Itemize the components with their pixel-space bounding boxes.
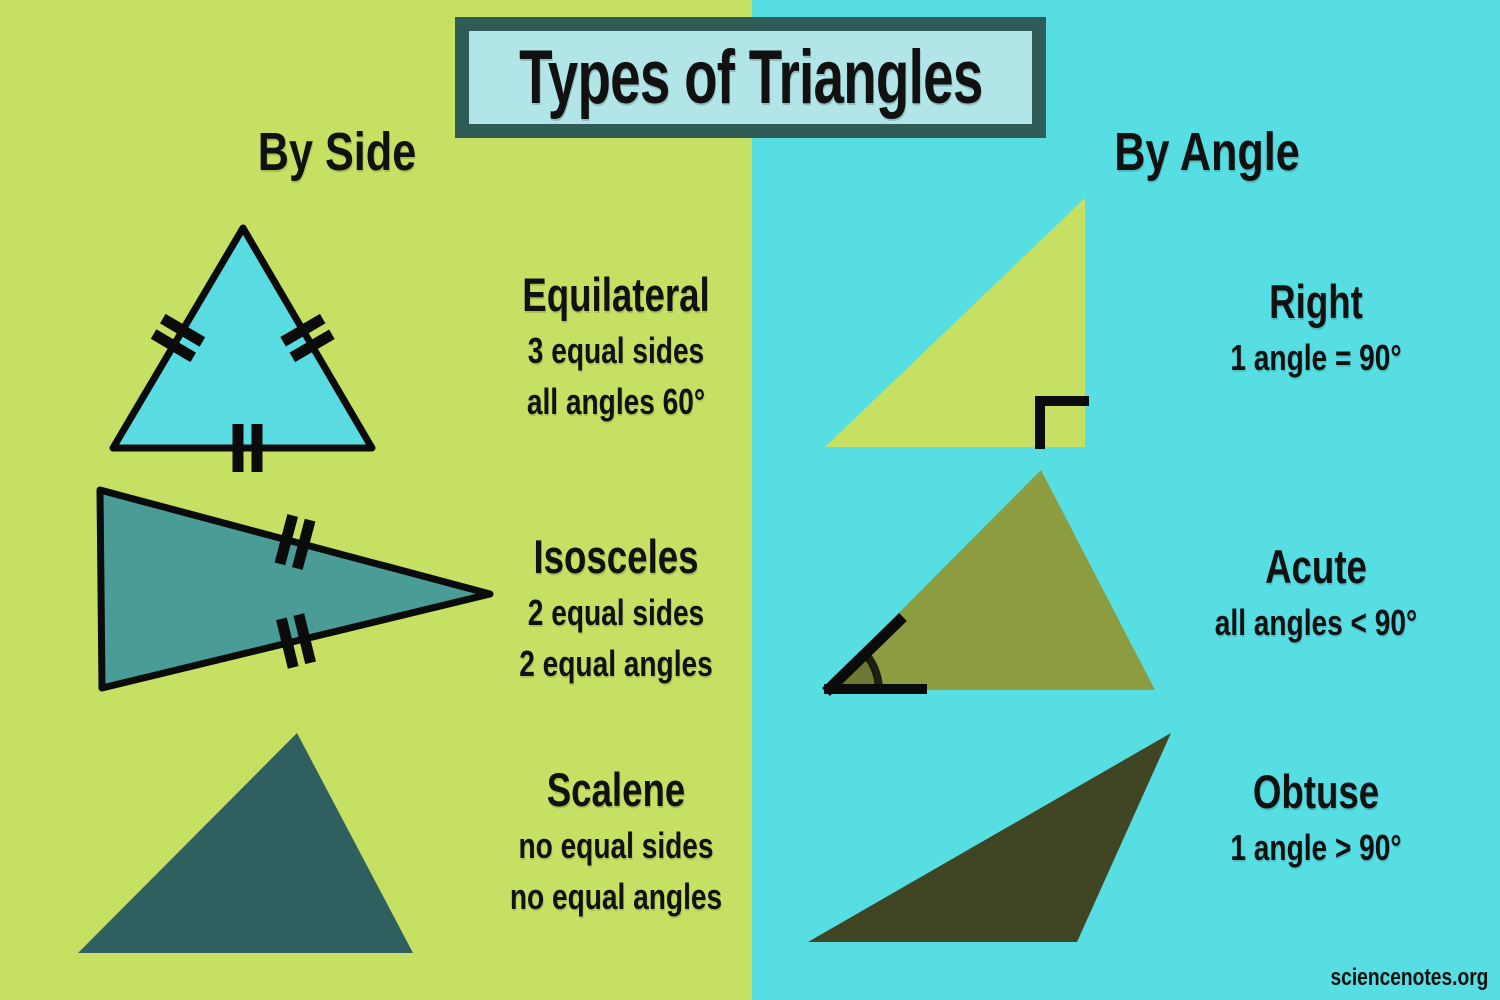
by-side-heading: By Side xyxy=(257,122,417,182)
isosceles-block: Isosceles 2 equal sides 2 equal angles xyxy=(426,527,806,689)
acute-angle-marker xyxy=(822,613,927,696)
acute-triangle xyxy=(822,470,1155,690)
equilateral-desc-line2: all angles 60° xyxy=(526,381,706,422)
equilateral-label: Equilateral xyxy=(522,268,710,321)
obtuse-label: Obtuse xyxy=(1252,765,1380,818)
right-label: Right xyxy=(1269,275,1363,328)
right-angle-marker xyxy=(1035,396,1089,449)
scalene-triangle xyxy=(78,733,413,953)
isosceles-desc-line2: 2 equal angles xyxy=(519,643,713,684)
obtuse-triangle xyxy=(808,733,1171,942)
isosceles-triangle xyxy=(96,486,494,692)
right-block: Right 1 angle = 90° xyxy=(1126,272,1500,383)
equilateral-desc-line1: 3 equal sides xyxy=(527,330,705,371)
isosceles-tick-marks xyxy=(274,514,316,669)
scalene-label: Scalene xyxy=(546,763,686,816)
obtuse-block: Obtuse 1 angle > 90° xyxy=(1126,762,1500,873)
equilateral-tick-marks xyxy=(150,313,335,472)
acute-label: Acute xyxy=(1265,540,1367,593)
obtuse-desc-line1: 1 angle > 90° xyxy=(1230,827,1402,868)
right-desc-line1: 1 angle = 90° xyxy=(1230,337,1402,378)
by-angle-panel xyxy=(752,0,1500,1000)
isosceles-desc-line1: 2 equal sides xyxy=(527,592,705,633)
scalene-desc-line1: no equal sides xyxy=(518,825,714,866)
by-angle-heading: By Angle xyxy=(1114,122,1300,182)
isosceles-label: Isosceles xyxy=(533,530,699,583)
page-title: Types of Triangles xyxy=(518,35,983,120)
acute-block: Acute all angles < 90° xyxy=(1126,537,1500,648)
scalene-block: Scalene no equal sides no equal angles xyxy=(426,760,806,922)
title-box: Types of Triangles xyxy=(455,17,1046,138)
equilateral-block: Equilateral 3 equal sides all angles 60° xyxy=(426,265,806,427)
acute-desc-line1: all angles < 90° xyxy=(1214,602,1418,643)
scalene-desc-line2: no equal angles xyxy=(509,876,723,917)
source-credit: sciencenotes.org xyxy=(1330,964,1488,991)
right-triangle xyxy=(825,198,1085,447)
